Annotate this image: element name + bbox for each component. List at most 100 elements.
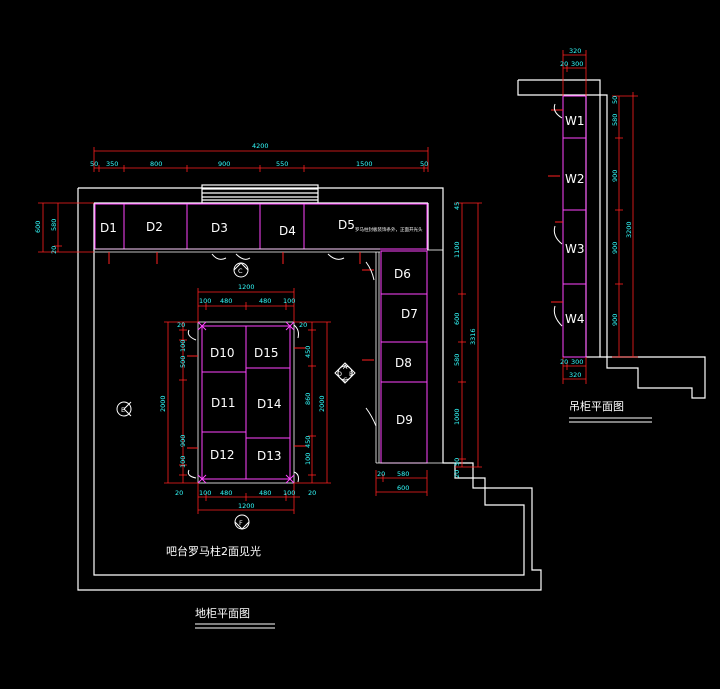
- svg-text:A: A: [343, 363, 348, 371]
- cabinet-label-d1: D1: [100, 221, 117, 235]
- top-dimensions: [93, 147, 429, 172]
- dim-island-left-3: 500: [179, 356, 187, 368]
- dim-island-left-5: 100: [179, 456, 187, 468]
- dim-island-top-2: 480: [220, 297, 232, 305]
- cabinet-label-d15: D15: [254, 346, 279, 360]
- cabinet-label-w4: W4: [565, 312, 585, 326]
- cabinet-label-d13: D13: [257, 449, 282, 463]
- dim-island-top: 1200: [238, 283, 255, 291]
- view-marker-e: E: [116, 401, 132, 417]
- svg-text:E: E: [121, 406, 125, 414]
- wall-dim-v3: 900: [611, 242, 619, 254]
- dim-island-bottom-5: 20: [308, 489, 316, 497]
- cabinet-label-d6: D6: [394, 267, 411, 281]
- dim-island-bottom-2: 480: [220, 489, 232, 497]
- dim-island-left-6: 20: [175, 489, 183, 497]
- cabinet-label-d11: D11: [211, 396, 236, 410]
- wall-door-marks: [548, 103, 563, 327]
- dim-top-seg-5: 550: [276, 160, 288, 168]
- svg-text:C: C: [238, 267, 243, 275]
- dim-total-top: 4200: [252, 142, 269, 150]
- wall-dim-v4: 900: [611, 314, 619, 326]
- wall-dim-v5: 50: [611, 96, 619, 104]
- wall-plan-title: 吊柜平面图: [569, 400, 624, 413]
- right-cabinet-run: [375, 249, 443, 464]
- wall-cabinet-run: [562, 95, 587, 358]
- dim-bottom-right-3: 600: [397, 484, 409, 492]
- dim-top-seg-3: 800: [150, 160, 162, 168]
- cabinet-label-d3: D3: [211, 221, 228, 235]
- right-dimensions: [455, 202, 482, 468]
- dim-island-right-4: 450: [304, 436, 312, 448]
- top-cabinet-run: [94, 203, 428, 253]
- dim-island-bottom-4: 100: [283, 489, 295, 497]
- dim-left-1: 600: [34, 221, 42, 233]
- island-cabinet: [197, 321, 295, 484]
- wall-dim-total: 3200: [625, 221, 633, 238]
- svg-text:F: F: [239, 519, 243, 527]
- wall-plan-walls: [517, 79, 706, 399]
- view-marker-f: F: [234, 514, 250, 530]
- dim-island-right-1: 20: [299, 321, 307, 329]
- dim-top-seg-2: 350: [106, 160, 118, 168]
- dim-island-bottom-1: 100: [199, 489, 211, 497]
- left-dimensions: [38, 202, 94, 253]
- svg-text:D: D: [337, 370, 342, 378]
- cabinet-label-w3: W3: [565, 242, 585, 256]
- svg-text:C: C: [343, 376, 348, 384]
- svg-text:B: B: [349, 370, 353, 378]
- view-marker-cluster: D A B C: [334, 362, 356, 384]
- dim-island-right-5: 100: [304, 453, 312, 465]
- wall-dim-v1: 580: [611, 114, 619, 126]
- wall-dim-top-2: 300: [571, 60, 583, 68]
- cabinet-label-d9: D9: [396, 413, 413, 427]
- dim-island-bottom-3: 480: [259, 489, 271, 497]
- dim-bottom-right-2: 580: [397, 470, 409, 478]
- dim-right-1: 45: [453, 202, 461, 210]
- dim-island-top-3: 480: [259, 297, 271, 305]
- wall-dim-top: 320: [569, 47, 581, 55]
- bottom-right-dimensions: [375, 470, 428, 496]
- wall-dim-v2: 900: [611, 170, 619, 182]
- dim-bottom-right-1: 20: [377, 470, 385, 478]
- dim-island-left: 2000: [159, 395, 167, 412]
- dim-island-left-4: 900: [179, 435, 187, 447]
- cabinet-label-d12: D12: [210, 448, 235, 462]
- cabinet-label-d5: D5: [338, 218, 355, 232]
- dim-island-right: 2000: [318, 395, 326, 412]
- dim-left-3: 20: [50, 246, 58, 254]
- view-marker-c: C: [233, 262, 249, 278]
- dim-left-2: 580: [50, 219, 58, 231]
- cabinet-label-d4: D4: [279, 224, 296, 238]
- bar-note: 吧台罗马柱2面见光: [166, 544, 261, 558]
- dim-top-seg-6: 1500: [356, 160, 373, 168]
- dim-right-total: 3316: [469, 328, 477, 345]
- door-swing-marks: [108, 252, 377, 483]
- dim-right-3: 600: [453, 313, 461, 325]
- dim-right-4: 580: [453, 354, 461, 366]
- dim-right-2: 1100: [453, 241, 461, 258]
- dim-island-right-3: 860: [304, 393, 312, 405]
- cabinet-label-d10: D10: [210, 346, 235, 360]
- floor-plan-title: 地柜平面图: [195, 607, 250, 620]
- cabinet-label-d2: D2: [146, 220, 163, 234]
- top-note: 罗马柱封板装饰条外，正面开光头: [355, 226, 423, 233]
- dim-right-5: 1000: [453, 408, 461, 425]
- dim-top-seg-1: 50: [90, 160, 98, 168]
- dim-top-seg-7: 50: [420, 160, 428, 168]
- dim-island-left-2: 100: [179, 340, 187, 352]
- dim-island-right-2: 450: [304, 346, 312, 358]
- dim-island-top-4: 100: [283, 297, 295, 305]
- wall-dim-top-1: 20: [560, 60, 568, 68]
- island-dimensions: [164, 288, 331, 514]
- dim-island-top-1: 100: [199, 297, 211, 305]
- wall-dim-bottom-1: 20: [560, 358, 568, 366]
- wall-dim-bottom: 320: [569, 371, 581, 379]
- dim-island-bottom: 1200: [238, 502, 255, 510]
- cabinet-label-d7: D7: [401, 307, 418, 321]
- wall-plan-dimensions: [562, 50, 638, 384]
- cabinet-label-d8: D8: [395, 356, 412, 370]
- cabinet-label-d14: D14: [257, 397, 282, 411]
- cabinet-label-w2: W2: [565, 172, 585, 186]
